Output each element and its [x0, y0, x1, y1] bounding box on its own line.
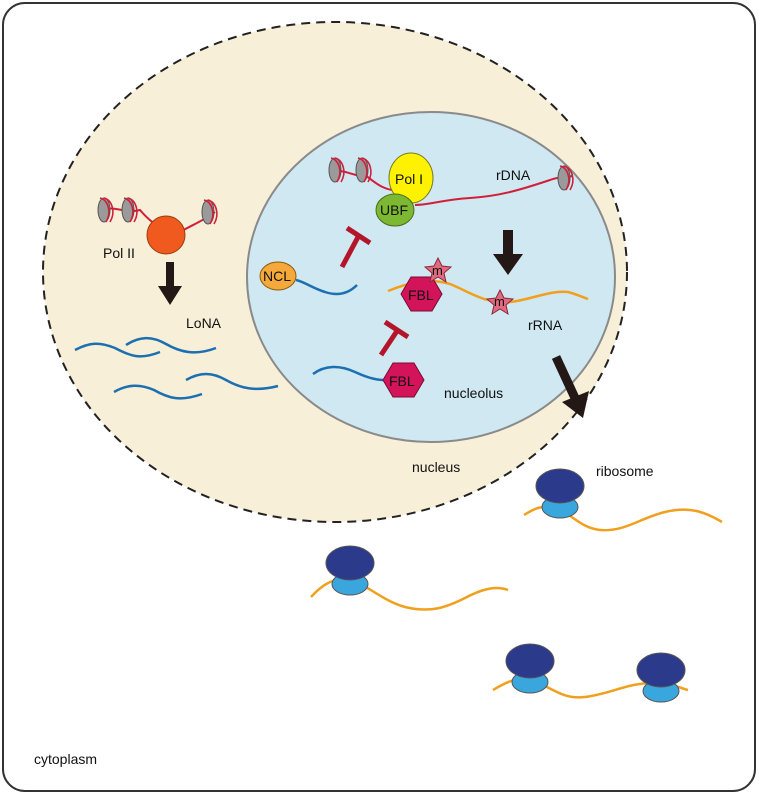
ncl-lncrna-strand: [295, 278, 358, 296]
nucleosome-icon: [557, 165, 574, 191]
fbl-complex-bottom: FBL: [312, 362, 425, 398]
methyl-mark-rrna: m: [485, 288, 515, 316]
ribosome-middle: [310, 545, 509, 611]
inhibition-icon: [339, 225, 372, 269]
nucleus-label: nucleus: [412, 459, 460, 475]
polysome-bottom: [492, 643, 689, 703]
cytoplasm-label: cytoplasm: [34, 751, 97, 767]
rrna-label: rRNA: [528, 317, 563, 333]
nucleosome-icon: [97, 197, 114, 223]
lona-strand: [74, 342, 161, 358]
lona-strand: [125, 336, 217, 354]
pol-i-label: Pol I: [395, 171, 423, 187]
ribosome-large-subunit: [325, 545, 375, 581]
nucleosome-icon: [201, 199, 218, 225]
fbl-label-top: FBL: [408, 287, 434, 303]
ncl-protein: [259, 261, 297, 291]
methyl-star-icon: [485, 288, 515, 316]
nucleosome-icon: [355, 157, 372, 183]
methyl-label-top: m: [432, 263, 443, 278]
ncl-label: NCL: [263, 268, 291, 284]
lona-strand: [113, 384, 203, 400]
ubf-protein: [375, 193, 415, 227]
fbl-lncrna-strand: [312, 365, 393, 382]
rdna-label: rDNA: [496, 167, 531, 183]
ribosome-large-subunit: [636, 652, 686, 688]
methyl-star-icon: [423, 256, 453, 284]
export-arrow-icon: [551, 355, 589, 418]
lona-strand: [185, 372, 279, 391]
ncl-complex: NCL: [259, 261, 358, 296]
pol-ii-label: Pol II: [103, 245, 135, 261]
ribosome-top-right: [523, 468, 723, 532]
fbl-protein: [382, 362, 425, 398]
nucleolus-label: nucleolus: [444, 385, 503, 401]
methyl-label-right: m: [494, 294, 505, 309]
ubf-label: UBF: [380, 202, 408, 218]
ribosome-large-subunit: [535, 468, 585, 504]
ribosome-large-subunit: [505, 643, 555, 679]
inhibition-icon: [378, 319, 410, 357]
lona-label: LoNA: [186, 315, 222, 331]
nucleosome-icon: [328, 157, 345, 183]
fbl-complex-top: FBL m: [400, 256, 453, 312]
pol-i-arrow-icon: [493, 230, 523, 275]
fbl-label-bottom: FBL: [389, 373, 415, 389]
nucleosome-icon: [121, 197, 138, 223]
pol-ii-arrow-icon: [158, 262, 182, 305]
pol-ii-locus: Pol II: [97, 197, 218, 261]
ribosome-label: ribosome: [596, 463, 654, 479]
rdna-locus: Pol I UBF rDNA: [328, 152, 574, 227]
pol-ii-enzyme: [146, 215, 186, 255]
lona-transcripts: [74, 336, 279, 400]
